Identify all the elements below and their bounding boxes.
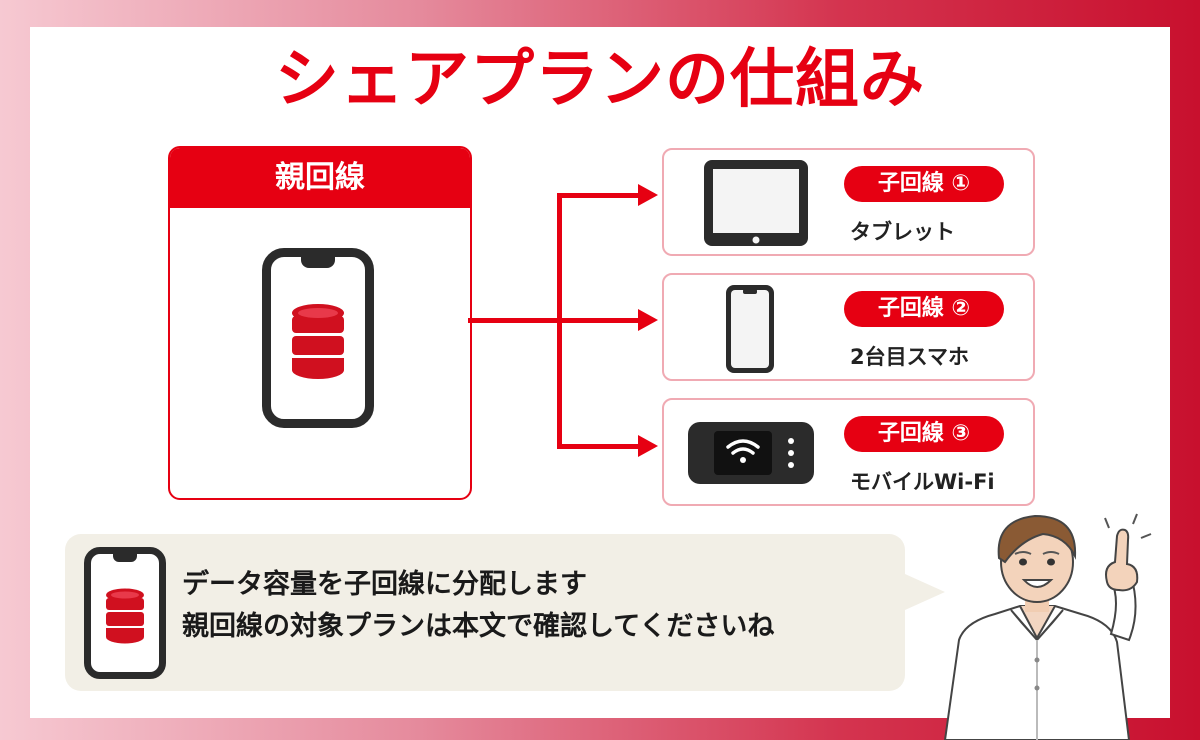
smartphone-icon [262,248,374,428]
child-line-badge-3: 子回線 ③ [844,416,1004,452]
arrow-icon [638,435,658,457]
child-line-2: 子回線 ② 2台目スマホ [662,273,1035,381]
database-icon [106,588,144,644]
mobile-wifi-router-icon [688,422,814,484]
parent-line-box: 親回線 [168,146,472,500]
database-icon [292,304,344,379]
smartphone-icon [726,285,774,373]
child-line-badge-2: 子回線 ② [844,291,1004,327]
connector-branch-3 [557,444,643,449]
child-line-1: 子回線 ① タブレット [662,148,1035,256]
connector-branch-1 [557,193,643,198]
child-line-badge-1: 子回線 ① [844,166,1004,202]
smartphone-database-icon [84,547,166,679]
arrow-icon [638,309,658,331]
page-title: シェアプランの仕組み [275,43,925,117]
child-line-label-1: タブレット [850,220,955,244]
tablet-icon [704,160,808,246]
arrow-icon [638,184,658,206]
person-pointing-illustration [943,513,1152,740]
connector-horizontal [468,318,562,323]
child-line-3: 子回線 ③ モバイルWi-Fi [662,398,1035,506]
message-line-2: 親回線の対象プランは本文で確認してくださいね [182,611,775,642]
connector-branch-2 [557,318,643,323]
child-line-label-3: モバイルWi-Fi [850,470,995,494]
parent-line-header: 親回線 [170,148,470,208]
speech-bubble-tail [905,574,945,610]
message-line-1: データ容量を子回線に分配します [182,569,587,600]
child-line-label-2: 2台目スマホ [850,345,969,369]
speech-bubble [65,534,905,691]
